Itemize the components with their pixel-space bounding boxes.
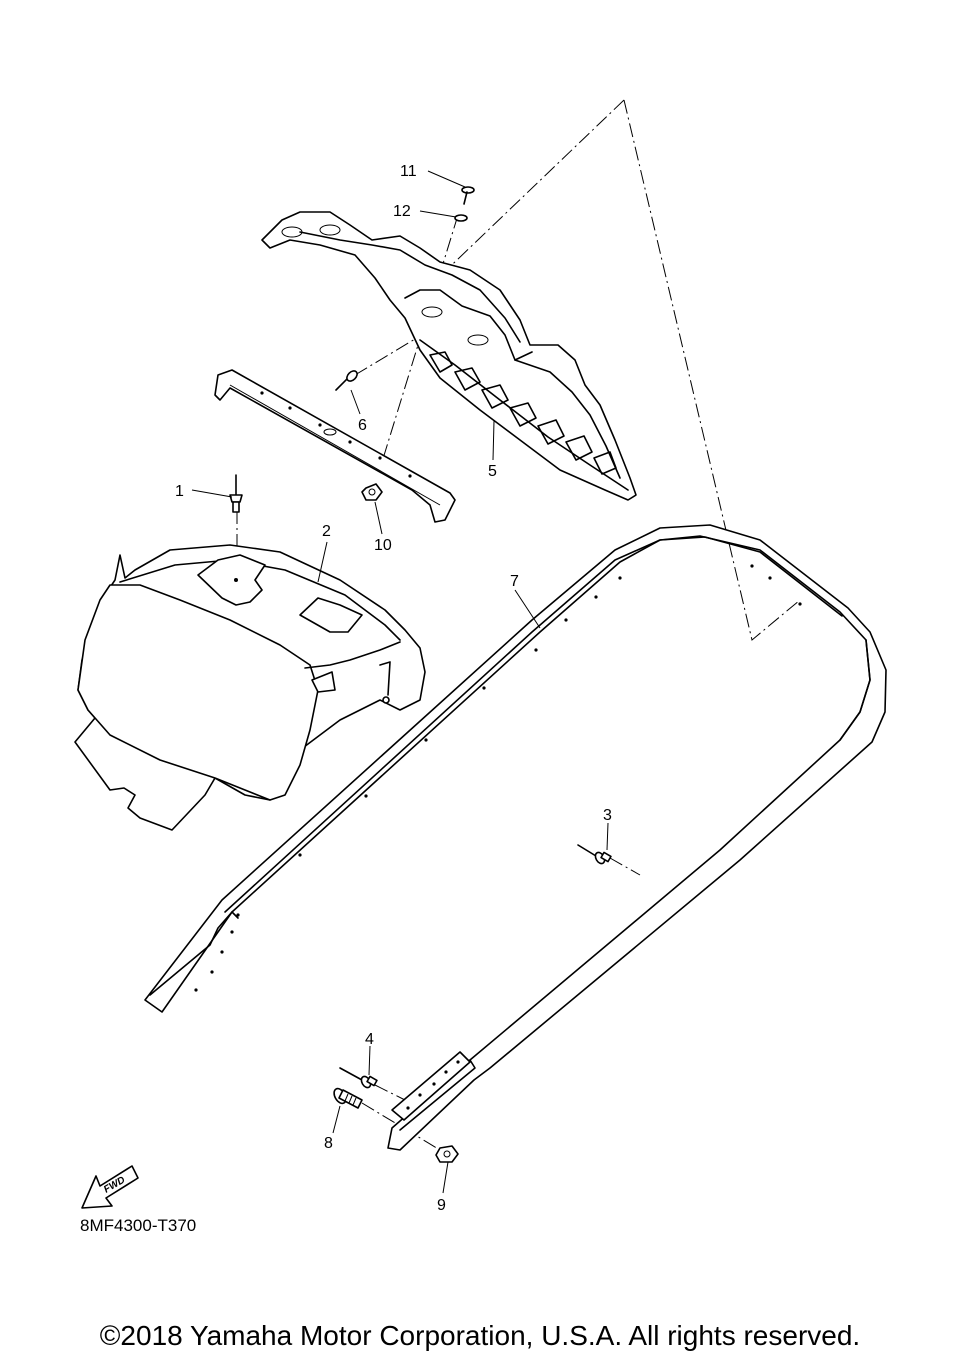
fastener-1-rivet bbox=[229, 474, 243, 513]
fastener-3-rivet bbox=[577, 844, 612, 865]
leader-lines bbox=[191, 170, 609, 1194]
diagram-part-code: 8MF4300-T370 bbox=[80, 1216, 197, 1235]
rack-grille bbox=[429, 351, 617, 475]
fastener-6-rivet bbox=[335, 370, 358, 391]
fastener-10-nut bbox=[361, 483, 383, 501]
fastener-12-washer bbox=[454, 214, 468, 222]
part-7-tube-frame bbox=[144, 524, 887, 1151]
fastener-11-bolt bbox=[461, 186, 475, 205]
callout-1: 1 bbox=[175, 483, 184, 500]
callout-4: 4 bbox=[365, 1031, 374, 1048]
callout-12: 12 bbox=[393, 203, 411, 220]
callout-2: 2 bbox=[322, 523, 331, 540]
fwd-arrow-icon: FWD bbox=[81, 1165, 139, 1209]
part-2-storage-bag bbox=[74, 544, 426, 831]
fastener-4-rivet bbox=[339, 1067, 378, 1089]
callout-5: 5 bbox=[488, 463, 497, 480]
part-bracket-rail bbox=[214, 369, 456, 523]
fastener-9-nut bbox=[435, 1145, 459, 1163]
callout-labels: 1 2 3 4 5 6 7 8 9 10 11 12 bbox=[175, 163, 612, 1214]
callout-3: 3 bbox=[603, 807, 612, 824]
copyright-notice: ©2018 Yamaha Motor Corporation, U.S.A. A… bbox=[99, 1320, 861, 1351]
fastener-8-bolt bbox=[333, 1087, 363, 1109]
callout-9: 9 bbox=[437, 1197, 446, 1214]
callout-11: 11 bbox=[400, 163, 417, 180]
tube-holes bbox=[194, 564, 802, 1110]
callout-6: 6 bbox=[358, 417, 367, 434]
callout-7: 7 bbox=[510, 573, 519, 590]
part-5-rear-rack bbox=[261, 211, 637, 501]
callout-8: 8 bbox=[324, 1135, 333, 1152]
callout-10: 10 bbox=[374, 537, 392, 554]
